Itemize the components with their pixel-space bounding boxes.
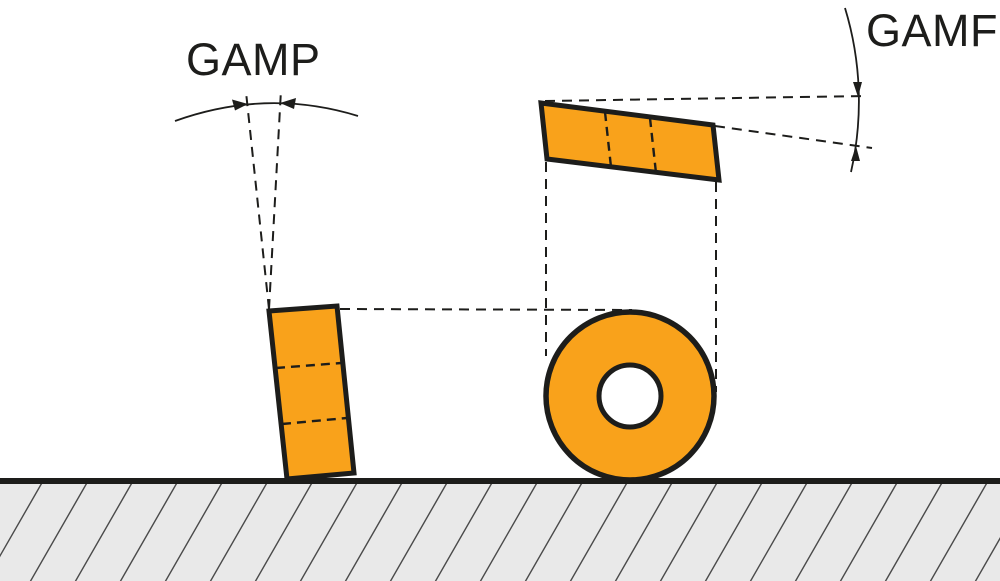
insert-chipbreaker-line xyxy=(648,117,658,174)
gamf-arrow-top xyxy=(853,82,862,97)
insert-top-tilted xyxy=(538,100,722,183)
insert-side-tilted xyxy=(266,303,357,482)
construction-line-horizontal xyxy=(339,308,633,311)
gamf-horizontal-reference-line xyxy=(544,95,867,102)
insert-chipbreaker-line xyxy=(281,416,348,426)
gamp-angle-arc xyxy=(174,102,359,122)
ground-surface xyxy=(0,482,1000,581)
gamp-reference-line xyxy=(268,89,282,310)
gamp-edge-extension-line xyxy=(245,91,270,310)
gamf-label: GAMF xyxy=(866,5,998,56)
diagram-root: GAMP GAMF xyxy=(0,5,1000,581)
gamf-arrow-bottom xyxy=(851,146,860,161)
gamp-arrow-left xyxy=(232,99,248,111)
gamf-edge-extension-line xyxy=(714,125,873,149)
insert-chipbreaker-line xyxy=(275,361,342,370)
ground-hatching xyxy=(0,480,1000,581)
gamp-arrow-right xyxy=(280,98,296,109)
round-insert-hole xyxy=(596,362,664,430)
insert-chipbreaker-line xyxy=(603,111,613,168)
gamp-label: GAMP xyxy=(186,34,321,85)
